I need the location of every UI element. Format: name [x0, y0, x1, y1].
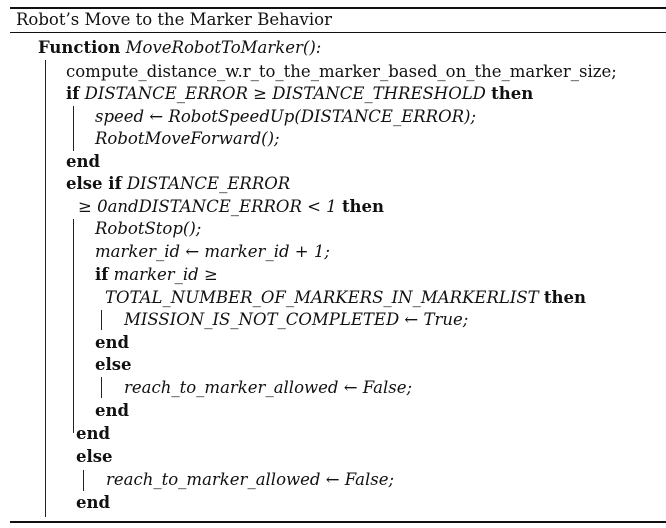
compute-line: compute_distance_w.r_to_the_marker_based… — [66, 62, 617, 81]
bottom-rule — [10, 521, 666, 523]
move-forward-call: RobotMoveForward(); — [95, 129, 280, 148]
if-line: if DISTANCE_ERROR ≥ DISTANCE_THRESHOLD t… — [66, 84, 533, 104]
then-keyword: then — [341, 197, 385, 216]
end-else-keyword: end — [76, 493, 111, 512]
elseif-keyword: else if — [66, 174, 122, 193]
inner-if-condition-part1: marker_id ≥ — [113, 265, 218, 284]
elseif-block-bar — [73, 219, 74, 433]
inner-if-block-bar — [101, 310, 102, 330]
inner-if-keyword: if — [95, 265, 109, 284]
if-condition: DISTANCE_ERROR ≥ DISTANCE_THRESHOLD — [84, 84, 486, 103]
if-keyword: if — [66, 84, 80, 103]
marker-increment: marker_id ← marker_id + 1; — [95, 242, 330, 261]
else-keyword: else — [76, 447, 113, 466]
function-keyword: Function — [38, 38, 121, 57]
top-rule — [10, 7, 666, 9]
else-block-bar — [83, 470, 84, 491]
caption-rule — [10, 32, 666, 33]
inner-else-keyword: else — [95, 355, 132, 374]
if-block-bar — [73, 106, 74, 151]
function-block-bar — [45, 60, 46, 517]
inner-if-condition-part2: TOTAL_NUMBER_OF_MARKERS_IN_MARKERLIST — [105, 288, 539, 307]
elseif-condition-part1: DISTANCE_ERROR — [126, 174, 291, 193]
function-line: Function MoveRobotToMarker(): — [38, 38, 321, 58]
reach-allowed-false-outer: reach_to_marker_allowed ← False; — [106, 470, 395, 489]
end-elseif-keyword: end — [76, 424, 111, 443]
algorithm-caption: Robot’s Move to the Marker Behavior — [16, 10, 332, 29]
inner-if-line: if marker_id ≥ — [95, 265, 218, 285]
reach-allowed-false-inner: reach_to_marker_allowed ← False; — [124, 378, 413, 397]
elseif-condition-part2: ≥ 0andDISTANCE_ERROR < 1 — [78, 197, 337, 216]
inner-end-if-keyword: end — [95, 333, 130, 352]
then-keyword: then — [543, 288, 587, 307]
mission-assignment: MISSION_IS_NOT_COMPLETED ← True; — [124, 310, 469, 329]
inner-end-else-keyword: end — [95, 401, 130, 420]
elseif-continuation: ≥ 0andDISTANCE_ERROR < 1 then — [78, 197, 384, 217]
end-if-keyword: end — [66, 152, 101, 171]
then-keyword: then — [491, 84, 534, 103]
function-name: MoveRobotToMarker(): — [125, 38, 322, 57]
inner-else-block-bar — [101, 377, 102, 398]
robot-stop-call: RobotStop(); — [95, 219, 202, 238]
inner-if-continuation: TOTAL_NUMBER_OF_MARKERS_IN_MARKERLIST th… — [105, 288, 586, 308]
elseif-line: else if DISTANCE_ERROR — [66, 174, 290, 194]
algorithm-block: Robot’s Move to the Marker Behavior Func… — [10, 0, 666, 528]
speed-assignment: speed ← RobotSpeedUp(DISTANCE_ERROR); — [95, 107, 477, 126]
